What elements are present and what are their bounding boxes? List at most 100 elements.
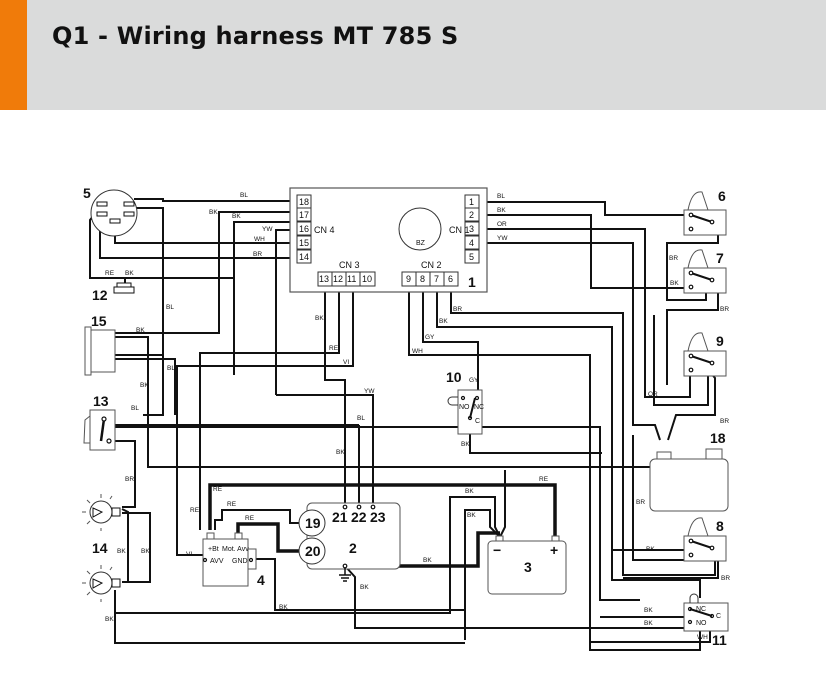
switch11-no: NO (696, 620, 707, 627)
wire-label: BR (253, 251, 262, 258)
wire-bk-bat3 (499, 470, 506, 538)
wire-label: BR (636, 499, 645, 506)
component-number-14: 14 (92, 540, 108, 556)
wire-wh-cn2 (408, 285, 701, 651)
wire-label: BK (497, 207, 506, 214)
wire-label: BK (360, 584, 369, 591)
pin-12: 12 (333, 274, 343, 284)
wire-label: BK (336, 449, 345, 456)
pin-9: 9 (406, 274, 411, 284)
component-number-2: 2 (349, 540, 357, 556)
connector-cn3: CN 3 13 12 11 10 (317, 260, 376, 287)
wire-vi-cn3 (176, 285, 354, 556)
wire-yw-mid (276, 394, 374, 510)
connector-cn4: 18 17 16 15 14 CN 4 (296, 194, 335, 264)
cn4-label: CN 4 (314, 225, 335, 235)
wire-bk-15a (115, 330, 220, 334)
buzzer-icon (398, 207, 442, 251)
wire-bk-bat2 (464, 509, 501, 640)
wire-bk-17a (218, 211, 298, 330)
wire-bk-14b (122, 512, 151, 583)
switch-6: 6 (683, 188, 727, 236)
wire-br-18 (632, 435, 690, 561)
component-number-1: 1 (468, 274, 476, 290)
wire-br-cn2 (450, 285, 716, 576)
wire-label: YW (262, 226, 273, 233)
wire-9-loop (653, 315, 709, 406)
switch10-c: C (475, 418, 480, 425)
wire-bk-cn3 (324, 285, 346, 510)
pin-3: 3 (469, 224, 474, 234)
wire-label: BK (423, 557, 432, 564)
wire-label: BK (125, 270, 134, 277)
pin-7: 7 (434, 274, 439, 284)
component-number-23: 23 (370, 509, 386, 525)
wire-bk-14a (121, 508, 129, 583)
ground-icon (339, 568, 351, 582)
component-number-7: 7 (716, 250, 724, 266)
wire-label: BL (167, 365, 175, 372)
component-number-15: 15 (91, 313, 107, 329)
wire-label: BR (721, 575, 730, 582)
ignition-plug-5: 5 (83, 185, 138, 237)
pin-8: 8 (420, 274, 425, 284)
component-15: 15 (84, 313, 116, 376)
wire-bk-2-bat (345, 531, 500, 568)
wire-label: BK (644, 607, 653, 614)
pin-1: 1 (469, 197, 474, 207)
component-number-5: 5 (83, 185, 91, 201)
battery-minus: − (493, 542, 501, 558)
wire-labels: BL BK BK YW WH BR RE BK BL BL BK OR YW B… (105, 192, 730, 641)
wire-bk-cn2 (436, 285, 701, 598)
pin-5: 5 (469, 252, 474, 262)
wire-bl-1 (484, 201, 688, 216)
wire-label: GY (425, 334, 435, 341)
component-number-3: 3 (524, 559, 532, 575)
wire-bk-17b (233, 214, 299, 375)
pin-11: 11 (347, 274, 356, 284)
wire-label: BL (497, 193, 505, 200)
wire-label: VI (186, 551, 192, 558)
wire-label: BK (646, 546, 655, 553)
wire-label: BK (117, 548, 126, 555)
component-number-12: 12 (92, 287, 108, 303)
wire-label: BK (136, 327, 145, 334)
module4-avv-label: AVV (210, 558, 224, 565)
battery-plus: + (550, 542, 558, 558)
wire-label: BR (125, 476, 134, 483)
switch11-c: C (716, 613, 721, 620)
wire-label: BK (141, 548, 150, 555)
wire-label: BK (439, 318, 448, 325)
component-number-20: 20 (305, 543, 321, 559)
wire-label: RE (539, 476, 549, 483)
buzzer-label: BZ (416, 240, 426, 247)
control-unit-1: BZ 1 18 17 16 15 14 CN 4 1 2 3 4 5 CN 1 … (289, 187, 488, 293)
wire-label: BL (131, 405, 139, 412)
cn2-label: CN 2 (421, 260, 442, 270)
wire-label: BK (232, 213, 241, 220)
wire-yw-4 (484, 242, 661, 441)
wire-label: BR (453, 306, 462, 313)
tank-18: 18 (649, 430, 729, 512)
pin-10: 10 (362, 274, 372, 284)
wire-label: BK (140, 382, 149, 389)
wire-label: BL (357, 415, 365, 422)
wire-label: BL (166, 304, 174, 311)
wire-label: BR (669, 255, 678, 262)
switch-9: 9 (683, 332, 727, 377)
page-title: Q1 - Wiring harness MT 785 S (52, 22, 459, 50)
wire-label: BK (467, 512, 476, 519)
component-number-11: 11 (712, 632, 727, 648)
component-number-4: 4 (257, 572, 265, 588)
wire-re-cn3 (199, 285, 340, 530)
component-number-13: 13 (93, 393, 109, 409)
wire-label: GY (469, 377, 479, 384)
wire-re-20 (236, 522, 302, 553)
wire-label: BK (644, 620, 653, 627)
wire-bk-14c (114, 590, 465, 644)
pin-14: 14 (299, 252, 309, 262)
start-module-4: +Bt AVV Mot. Avv GND 4 (202, 532, 265, 588)
wire-label: BK (465, 488, 474, 495)
wire-label: RE (245, 515, 255, 522)
